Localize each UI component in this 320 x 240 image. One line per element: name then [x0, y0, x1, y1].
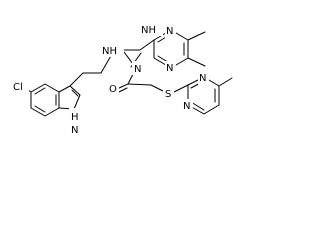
indole-ring: [21, 83, 81, 117]
bottom-pyrimidine-nitrogen-1-label: N: [199, 73, 206, 84]
sulfur-label: S: [165, 89, 171, 100]
indole-hydrogen-label: H: [71, 112, 79, 123]
right-nh-label: NH: [141, 25, 156, 36]
ethyl-linker: [69, 53, 113, 87]
imine-nitrogen-label: N: [134, 64, 141, 75]
chlorine-label: Cl: [13, 82, 23, 93]
indole-nitrogen-label: N: [71, 125, 78, 136]
top-pyrimidine-nitrogen-2-label: N: [166, 63, 173, 74]
molecule-structure-diagram: Cl H N NH NH N O S N N N N: [0, 0, 238, 146]
bottom-pyrimidine-nitrogen-2-label: N: [183, 101, 190, 112]
chemical-structure-svg: Cl H N NH NH N O S N N N N: [12, 22, 233, 137]
bottom-pyrimidine-ring: [187, 76, 233, 115]
carbonyl-oxygen-label: O: [109, 84, 117, 95]
acyl-thioether-linker: [116, 83, 189, 94]
left-nh-label: NH: [102, 46, 117, 57]
atom-labels: Cl H N NH NH N O S N N N N: [12, 22, 209, 137]
top-pyrimidine-nitrogen-1-label: N: [166, 26, 173, 37]
